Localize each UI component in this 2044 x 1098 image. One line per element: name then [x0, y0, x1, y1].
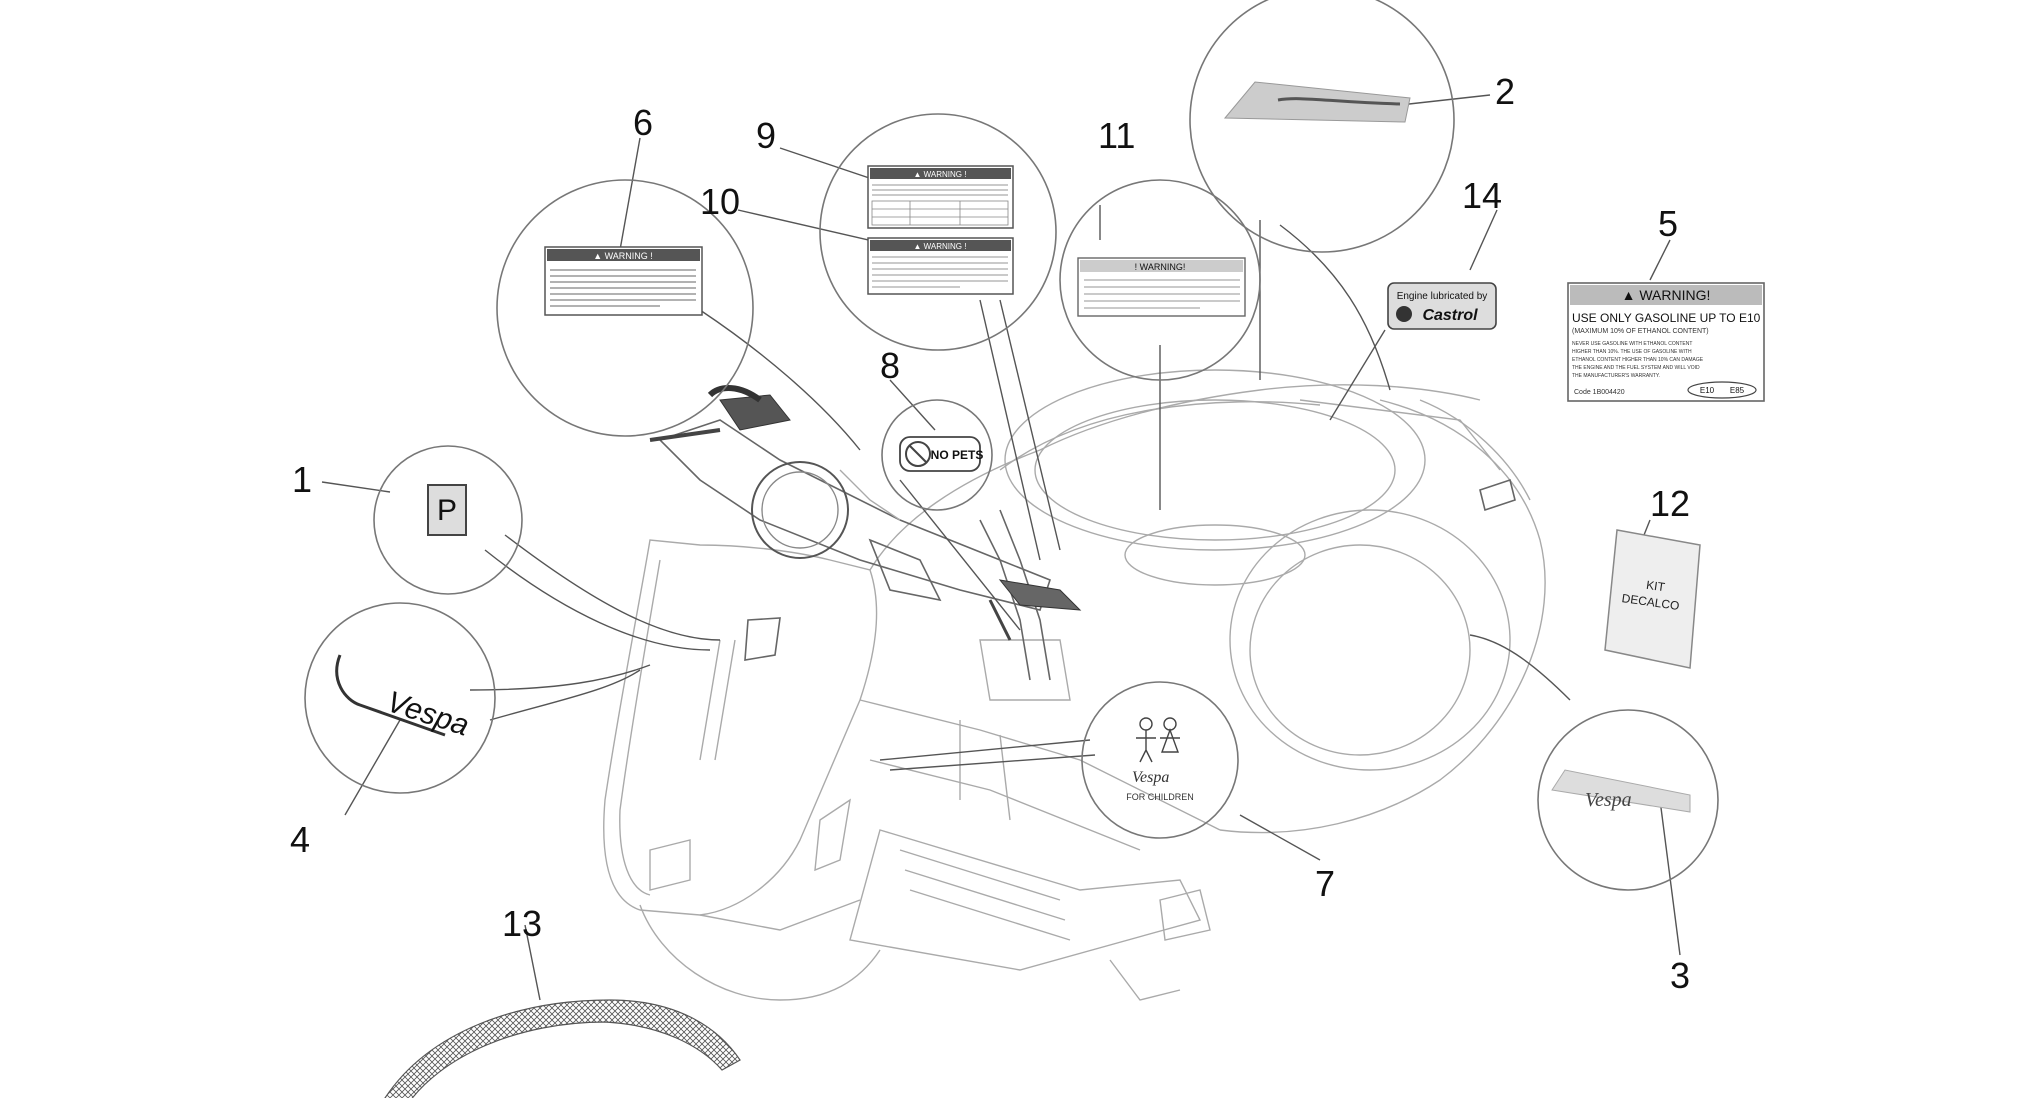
- decal-piaggio-badge: P: [427, 484, 467, 536]
- decal-model-name: [1223, 81, 1411, 123]
- svg-text:▲ WARNING!: ▲ WARNING!: [1622, 287, 1711, 303]
- decal-for-children: Vespa FOR CHILDREN: [1126, 717, 1194, 802]
- svg-text:Castrol: Castrol: [1422, 307, 1478, 324]
- svg-text:E10: E10: [1700, 386, 1715, 395]
- decal-kit-envelope: KIT DECALCO: [1604, 529, 1701, 669]
- callout-7: 7: [1315, 863, 1335, 904]
- callout-3: 3: [1670, 955, 1690, 996]
- leader-lines: [321, 94, 1681, 1001]
- callout-2: 2: [1495, 71, 1515, 112]
- svg-text:HIGHER THAN 10%. THE USE OF GA: HIGHER THAN 10%. THE USE OF GASOLINE WIT…: [1572, 349, 1692, 355]
- callout-12: 12: [1650, 483, 1690, 524]
- callout-numbers: 1 2 3 4 5 6 7 8 9 10 11 12 13 14: [290, 71, 1690, 996]
- decal-no-pets: NO PETS: [899, 436, 984, 472]
- decal-warning-6: ▲ WARNING !: [544, 246, 703, 316]
- decal-warning-10: ▲ WARNING !: [867, 237, 1014, 295]
- decal-vespa-side: Vespa: [1551, 769, 1691, 813]
- svg-text:Vespa: Vespa: [383, 685, 473, 742]
- callout-5: 5: [1658, 203, 1678, 244]
- decal-vespa-script: Vespa: [335, 654, 473, 743]
- callout-1: 1: [292, 459, 312, 500]
- decal-warning-9: ▲ WARNING !: [867, 165, 1014, 229]
- decal-castrol: Engine lubricated by Castrol: [1387, 282, 1497, 330]
- callout-11: 11: [1098, 115, 1135, 156]
- svg-text:▲ WARNING !: ▲ WARNING !: [593, 251, 653, 261]
- svg-text:▲ WARNING !: ▲ WARNING !: [914, 242, 967, 251]
- callout-6: 6: [633, 102, 653, 143]
- svg-text:NEVER USE GASOLINE WITH ETHANO: NEVER USE GASOLINE WITH ETHANOL CONTENT: [1572, 341, 1692, 347]
- svg-text:E85: E85: [1730, 386, 1745, 395]
- svg-text:Vespa: Vespa: [1585, 789, 1632, 811]
- svg-text:THE MANUFACTURER'S WARRANTY.: THE MANUFACTURER'S WARRANTY.: [1572, 373, 1660, 379]
- callout-10: 10: [700, 181, 740, 222]
- svg-text:KIT: KIT: [1645, 578, 1666, 595]
- svg-text:Vespa: Vespa: [1132, 769, 1169, 786]
- decal-arc-stripe: [384, 999, 741, 1098]
- svg-text:▲ WARNING !: ▲ WARNING !: [914, 170, 967, 179]
- svg-text:ETHANOL CONTENT HIGHER THAN 10: ETHANOL CONTENT HIGHER THAN 10% CAN DAMA…: [1572, 357, 1704, 363]
- decal-warning-11: ! WARNING!: [1077, 257, 1246, 317]
- svg-text:USE ONLY GASOLINE UP TO E10: USE ONLY GASOLINE UP TO E10: [1572, 311, 1761, 325]
- svg-text:THE ENGINE AND THE FUEL SYSTEM: THE ENGINE AND THE FUEL SYSTEM AND WILL …: [1572, 365, 1700, 371]
- svg-text:! WARNING!: ! WARNING!: [1135, 262, 1186, 272]
- decal-fuel-warning: ▲ WARNING! USE ONLY GASOLINE UP TO E10 (…: [1567, 282, 1765, 402]
- callout-4: 4: [290, 819, 310, 860]
- svg-text:FOR CHILDREN: FOR CHILDREN: [1126, 792, 1194, 802]
- handlebar-drawing: [649, 385, 1082, 641]
- svg-text:(MAXIMUM 10% OF ETHANOL CONTEN: (MAXIMUM 10% OF ETHANOL CONTENT): [1572, 328, 1709, 335]
- scooter-drawing: [603, 369, 1546, 1001]
- callout-8: 8: [880, 345, 900, 386]
- svg-text:NO PETS: NO PETS: [931, 448, 984, 462]
- svg-text:Engine lubricated by: Engine lubricated by: [1397, 291, 1488, 302]
- detail-circles: [304, 0, 1719, 891]
- callout-9: 9: [756, 115, 776, 156]
- callout-14: 14: [1462, 175, 1502, 216]
- svg-text:Code 1B004420: Code 1B004420: [1574, 389, 1625, 396]
- svg-text:P: P: [437, 494, 457, 527]
- callout-13: 13: [502, 903, 542, 944]
